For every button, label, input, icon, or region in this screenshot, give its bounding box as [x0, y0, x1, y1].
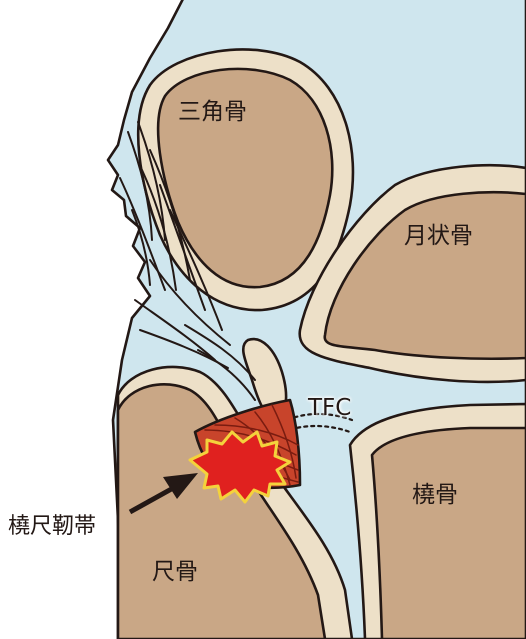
label-lunate: 月状骨 [404, 225, 473, 248]
label-radius: 橈骨 [412, 484, 458, 507]
label-ulna: 尺骨 [152, 561, 198, 584]
label-triquetrum: 三角骨 [178, 101, 247, 124]
label-ulnar-ligament: 橈尺靭帯 [8, 516, 96, 538]
radius-bone [372, 428, 526, 639]
label-tfc: TFC [308, 397, 351, 420]
